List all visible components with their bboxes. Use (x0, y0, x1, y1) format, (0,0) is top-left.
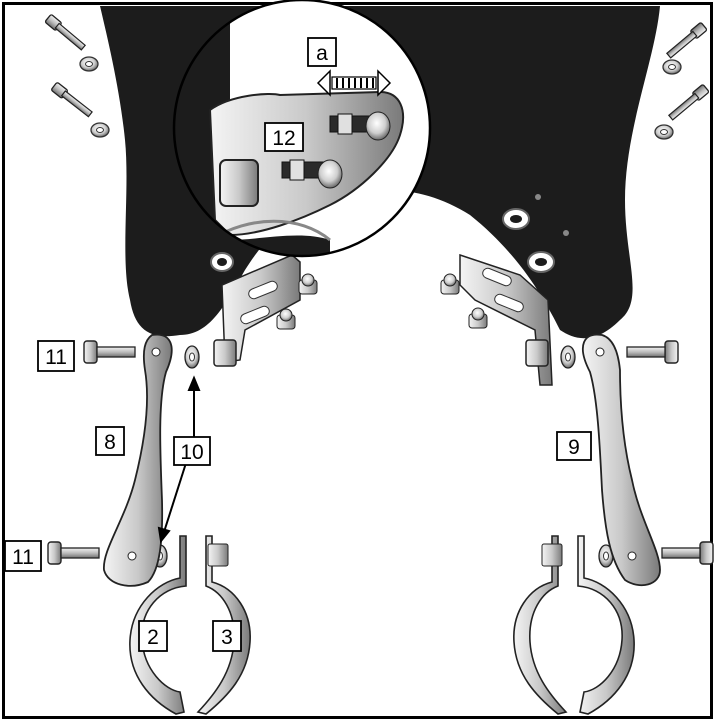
svg-text:11: 11 (45, 346, 67, 369)
callout-10: 10 (173, 436, 211, 466)
callout-10-leaders (157, 375, 201, 544)
svg-text:3: 3 (221, 626, 233, 649)
svg-text:9: 9 (568, 436, 580, 459)
callout-11-lower: 11 (4, 540, 42, 572)
svg-text:11: 11 (12, 546, 34, 569)
svg-text:8: 8 (104, 431, 116, 454)
arm-bracket-right (582, 333, 661, 587)
washer-icon (79, 56, 682, 140)
callout-a: a (307, 37, 337, 67)
nut-icon (213, 273, 549, 367)
callout-8: 8 (95, 426, 125, 456)
callout-2: 2 (138, 620, 168, 652)
arm-bracket-left (103, 333, 173, 587)
clamp-icon (129, 535, 635, 715)
windshield-holes (210, 194, 569, 273)
callout-9: 9 (556, 431, 592, 461)
svg-text:10: 10 (180, 441, 203, 464)
bolt-icon (44, 14, 710, 121)
callout-11-upper: 11 (37, 340, 75, 372)
svg-text:a: a (316, 42, 328, 65)
callout-3: 3 (212, 620, 242, 652)
detail-zoom (172, 0, 432, 258)
svg-text:2: 2 (147, 626, 159, 649)
bolt-icon (47, 340, 714, 565)
double-arrow-icon (316, 69, 392, 97)
svg-text:12: 12 (272, 127, 295, 150)
callout-12: 12 (264, 122, 304, 152)
